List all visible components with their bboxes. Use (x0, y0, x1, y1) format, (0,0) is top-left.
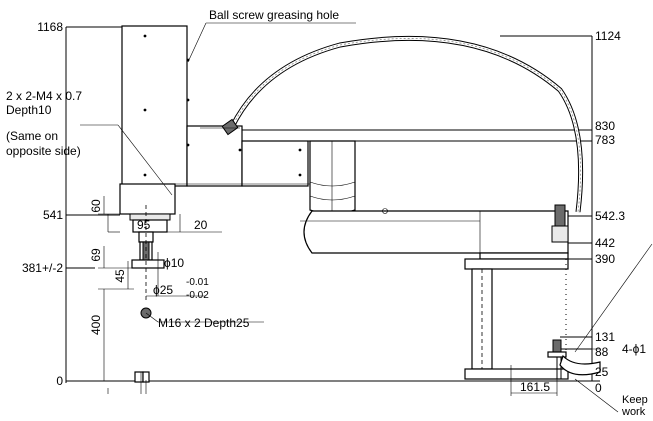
dim-label-1168: 1168 (37, 20, 63, 34)
dim-label-0-left: 0 (56, 374, 63, 388)
keep-note-line1: Keep (622, 394, 648, 406)
left-dimension-labels: 1168 541 381+/-2 0 (22, 20, 63, 388)
dim-60: 60 (89, 199, 103, 213)
dim-45: 45 (113, 269, 127, 283)
dim-label-88: 88 (595, 345, 609, 359)
same-side-note-line1: (Same on (6, 129, 58, 143)
upper-arm (309, 140, 356, 215)
cable-hose (221, 35, 584, 243)
detail-dimension-labels: 60 95 20 69 45 400 ϕ10 ϕ25 -0.01 -0.02 1… (89, 199, 550, 394)
hole-callout-partial: 4-ϕ1 (622, 342, 646, 356)
leader-lines (80, 22, 653, 413)
right-dimension-labels: 1124 830 783 542.3 442 390 131 88 25 0 (595, 29, 625, 395)
dim-label-381: 381+/-2 (22, 261, 63, 275)
dim-label-1124: 1124 (595, 29, 621, 43)
column-housing (119, 25, 355, 215)
keep-note-line2: work (621, 406, 646, 418)
robot-base (464, 252, 601, 380)
dim-label-131: 131 (595, 330, 615, 344)
same-side-note-line2: opposite side) (6, 144, 81, 158)
second-arm (300, 208, 569, 254)
dim-20: 20 (194, 218, 208, 232)
dim-95: 95 (137, 218, 151, 232)
dim-label-541: 541 (43, 208, 63, 222)
dim-label-25: 25 (595, 365, 609, 379)
tap-hole-callout-line1: 2 x 2-M4 x 0.7 (6, 89, 82, 103)
dim-label-783: 783 (595, 133, 615, 147)
tap-hole-callout-line2: Depth10 (6, 103, 52, 117)
dim-label-390: 390 (595, 252, 615, 266)
dim-161-5: 161.5 (520, 380, 550, 394)
callouts: Ball screw greasing hole 2 x 2-M4 x 0.7 … (6, 8, 648, 418)
dim-label-830: 830 (595, 119, 615, 133)
dim-69: 69 (89, 248, 103, 262)
dim-tol-lower: -0.02 (186, 290, 209, 301)
greasing-hole-callout: Ball screw greasing hole (209, 8, 339, 22)
z-axis-shaft (129, 205, 171, 383)
dimension-lines (98, 196, 558, 396)
dim-label-542: 542.3 (595, 209, 625, 223)
dim-tol-upper: -0.01 (186, 277, 209, 288)
dim-label-0-right: 0 (595, 381, 602, 395)
dim-400: 400 (89, 315, 103, 335)
m16-callout: M16 x 2 Depth25 (158, 316, 250, 330)
dim-label-442: 442 (595, 236, 615, 250)
dim-phi25: ϕ25 (153, 283, 173, 297)
dim-phi10: ϕ10 (164, 256, 184, 270)
